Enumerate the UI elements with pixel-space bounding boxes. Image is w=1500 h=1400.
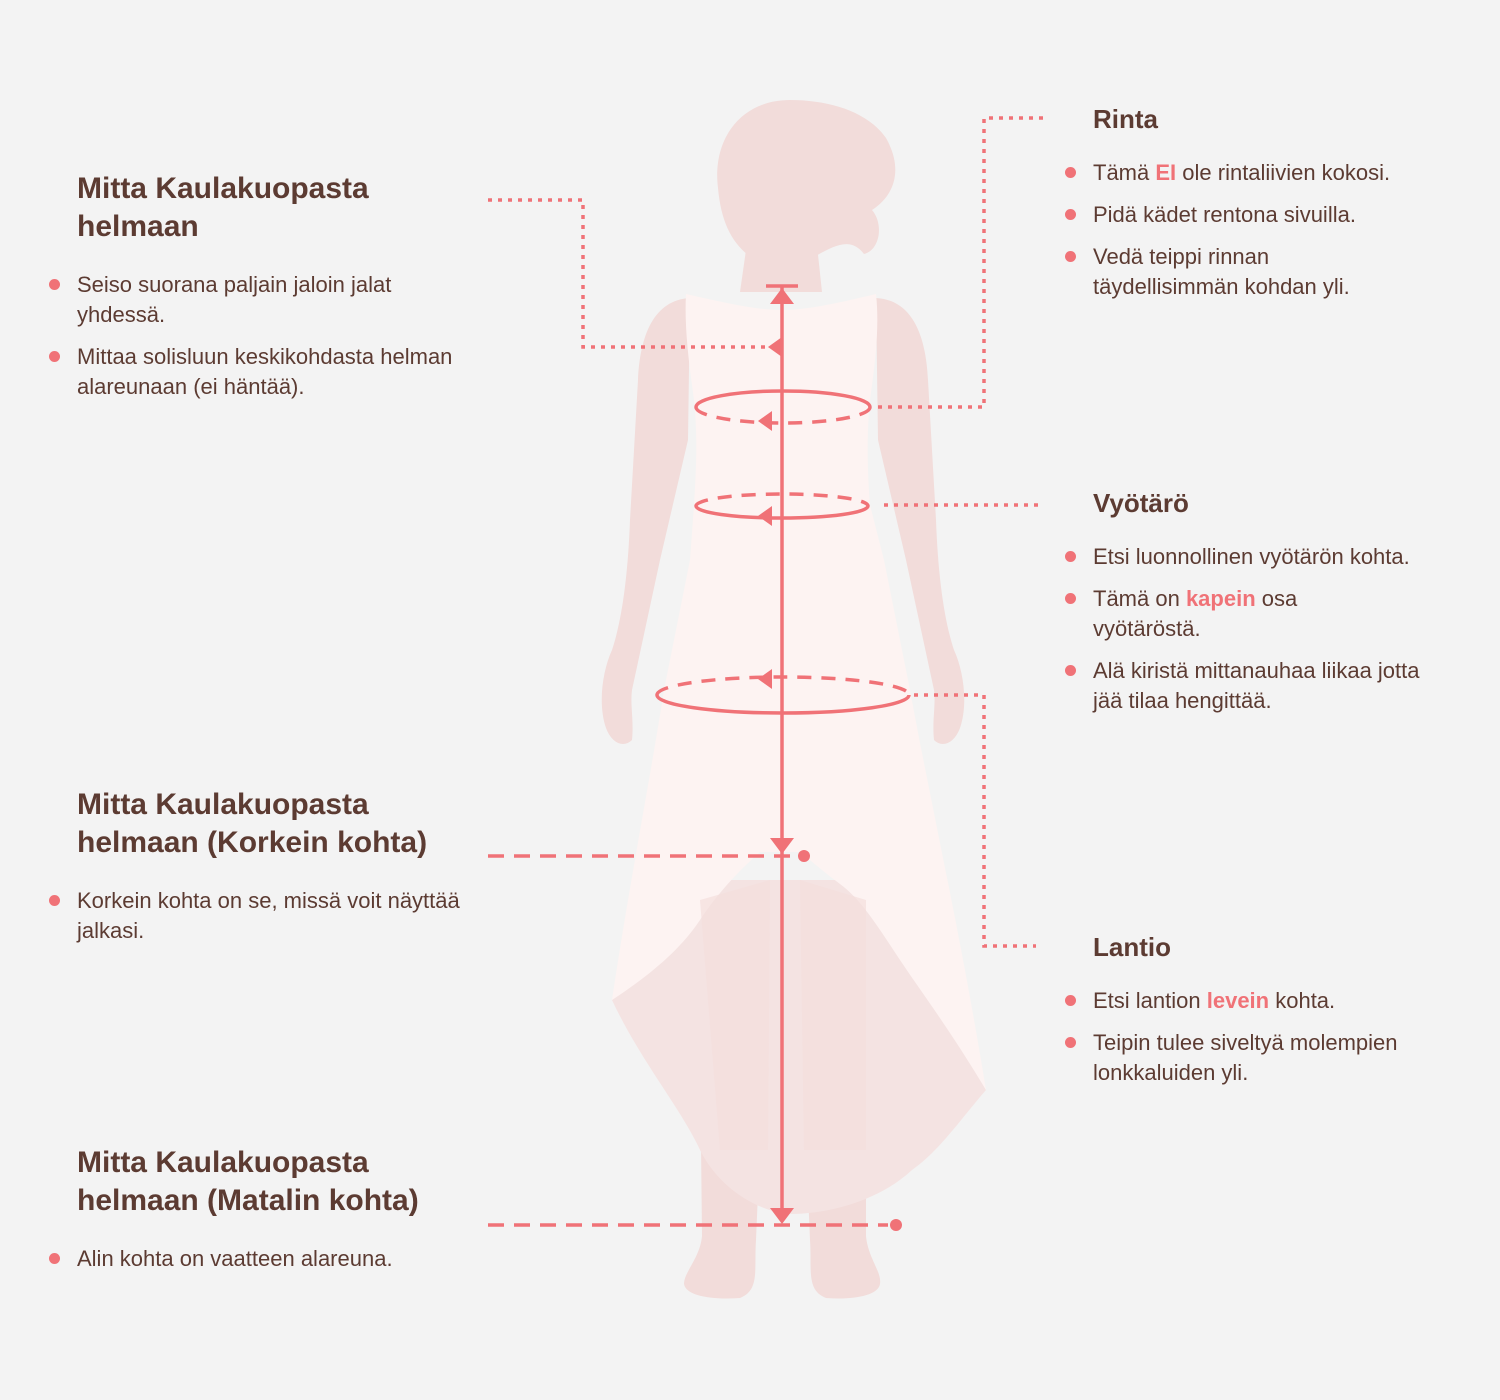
hip-ellipse-back: [655, 675, 911, 696]
waist-ellipse-front: [694, 505, 870, 520]
arrow-top: [770, 288, 794, 304]
highlight-word: kapein: [1185, 586, 1256, 611]
right-arm: [876, 298, 965, 744]
list-item: Tämä EI ole rintaliivien kokosi.: [1065, 158, 1473, 188]
neck-to-hem-title: Mitta Kaulakuopasta helmaan: [77, 172, 369, 243]
list-item: Pidä kädet rentona sivuilla.: [1065, 200, 1473, 230]
neck-to-hem-lowest-title: Mitta Kaulakuopasta helmaan (Matalin koh…: [77, 1146, 419, 1217]
waist-block: Vyötärö Etsi luonnollinen vyötärön kohta…: [1065, 486, 1453, 728]
hips-list: Etsi lantion levein kohta. Teipin tulee …: [1065, 986, 1453, 1088]
neck-to-hem-highest-title: Mitta Kaulakuopasta helmaan (Korkein koh…: [77, 788, 428, 859]
neck: [740, 236, 822, 292]
hip-arrow: [758, 669, 772, 689]
leg-shadow-left: [700, 880, 770, 1150]
neck-to-hem-highest-block: Mitta Kaulakuopasta helmaan (Korkein koh…: [49, 786, 487, 958]
list-item: Tämä on kapein osa vyötäröstä.: [1065, 584, 1353, 644]
hips-title: Lantio: [1093, 932, 1171, 962]
highlight-word: levein: [1206, 988, 1270, 1013]
hips-block: Lantio Etsi lantion levein kohta. Teipin…: [1065, 930, 1453, 1100]
list-item: Korkein kohta on se, missä voit näyttää …: [49, 886, 487, 946]
waist-list: Etsi luonnollinen vyötärön kohta. Tämä o…: [1065, 542, 1453, 716]
head-hair: [717, 100, 896, 258]
list-item: Alin kohta on vaatteen alareuna.: [49, 1244, 487, 1274]
left-arm: [601, 298, 690, 744]
lowest-hem-dot: [890, 1219, 902, 1231]
bust-ellipse-front: [694, 389, 872, 408]
list-item: Vedä teippi rinnan täydellisimmän kohdan…: [1065, 242, 1413, 302]
bust-title: Rinta: [1093, 104, 1158, 134]
bust-arrow: [758, 411, 772, 431]
neck-to-hem-block: Mitta Kaulakuopasta helmaan Seiso suoran…: [49, 170, 477, 414]
list-item: Mittaa solisluun keskikohdasta helman al…: [49, 342, 477, 402]
leader-neck-arrow: [768, 337, 782, 357]
list-item: Etsi luonnollinen vyötärön kohta.: [1065, 542, 1413, 572]
waist-title: Vyötärö: [1093, 488, 1189, 518]
dress-front: [612, 294, 986, 1090]
leg-shadow-right: [800, 880, 866, 1150]
highlight-word: EI: [1155, 160, 1177, 185]
hip-ellipse-front: [655, 694, 911, 715]
list-item: Seiso suorana paljain jaloin jalat yhdes…: [49, 270, 477, 330]
list-item: Teipin tulee siveltyä molempien lonkkalu…: [1065, 1028, 1433, 1088]
list-item: Etsi lantion levein kohta.: [1065, 986, 1453, 1016]
waist-arrow: [758, 506, 772, 526]
neck-to-hem-lowest-block: Mitta Kaulakuopasta helmaan (Matalin koh…: [49, 1144, 487, 1286]
leader-bust: [878, 116, 1044, 409]
arrow-mid: [770, 838, 794, 854]
waist-ellipse-back: [694, 492, 870, 507]
leader-lines: [488, 116, 1044, 1231]
bust-list: Tämä EI ole rintaliivien kokosi. Pidä kä…: [1065, 158, 1473, 302]
dress: [612, 294, 986, 1214]
neck-to-hem-lowest-list: Alin kohta on vaatteen alareuna.: [49, 1244, 487, 1274]
bust-ellipse-back: [694, 406, 872, 425]
bust-block: Rinta Tämä EI ole rintaliivien kokosi. P…: [1065, 102, 1473, 314]
arrow-bottom: [770, 1208, 794, 1224]
neck-to-hem-highest-list: Korkein kohta on se, missä voit näyttää …: [49, 886, 487, 946]
neck-to-hem-list: Seiso suorana paljain jaloin jalat yhdes…: [49, 270, 477, 402]
list-item: Alä kiristä mittanauhaa liikaa jotta jää…: [1065, 656, 1443, 716]
measurement-lines: [655, 284, 911, 1224]
highest-hem-dot: [798, 850, 810, 862]
